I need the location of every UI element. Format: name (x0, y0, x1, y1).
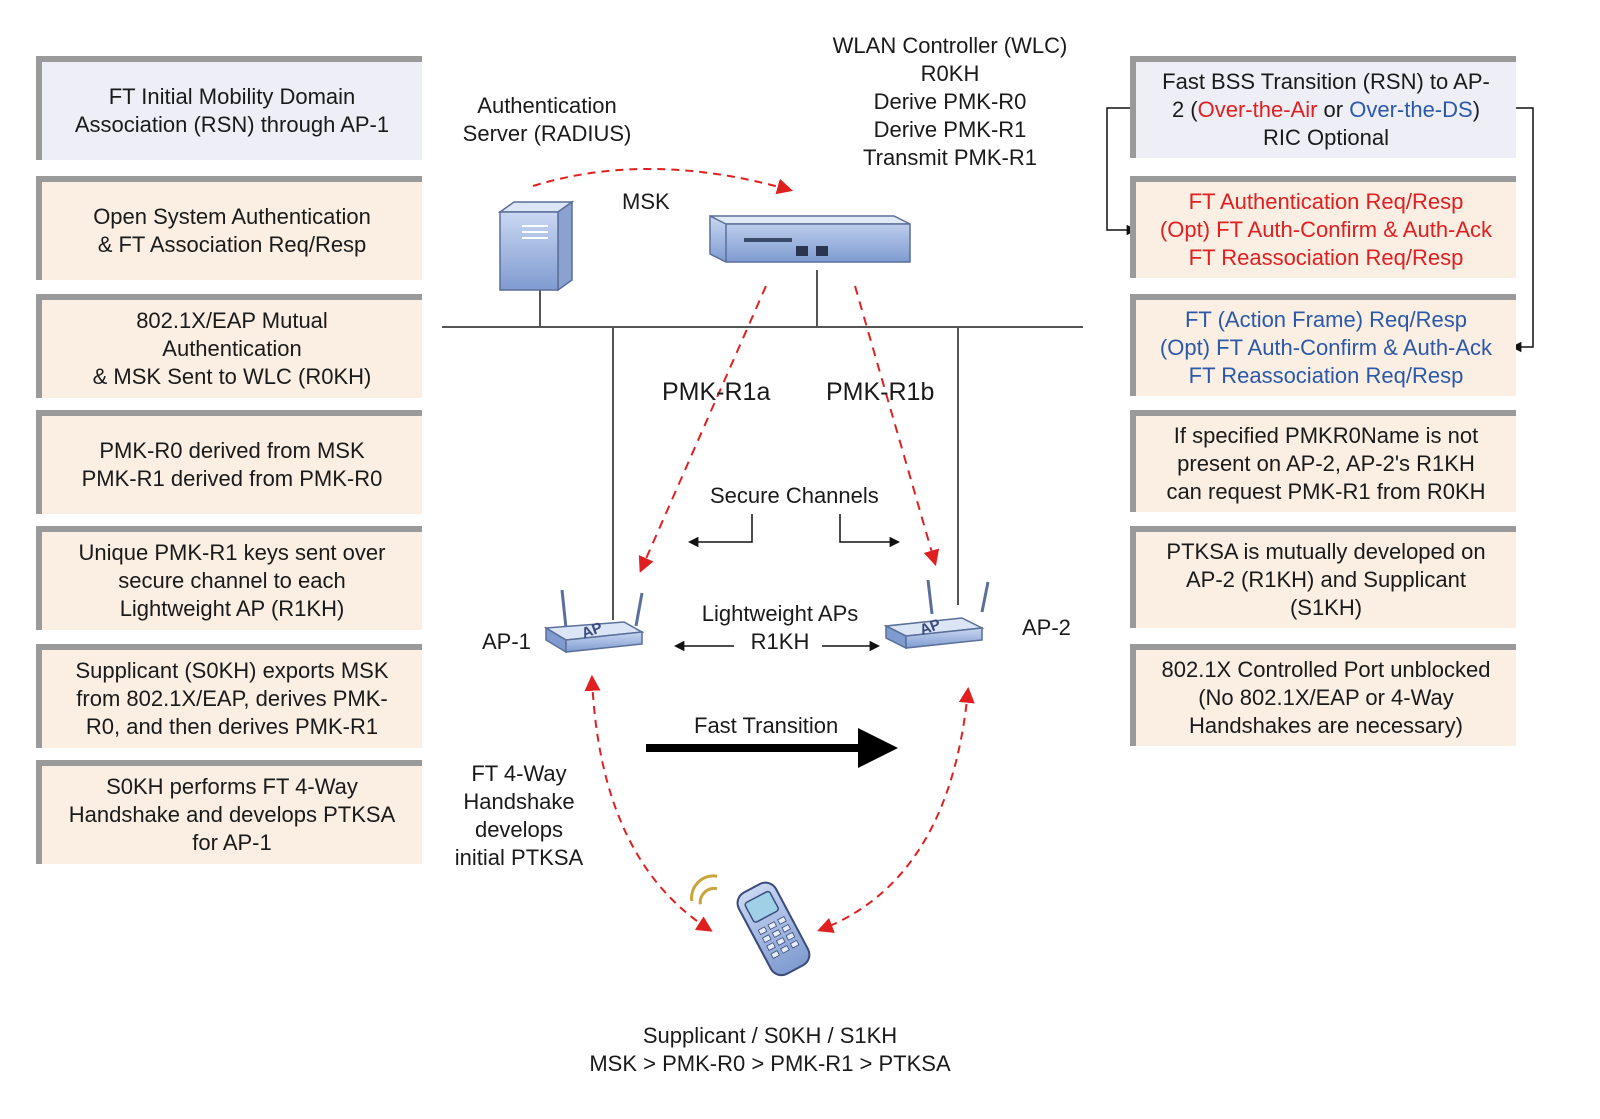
right-step-box-3: If specified PMKR0Name is not present on… (1130, 410, 1516, 512)
step-text: Open System Authentication (93, 204, 371, 229)
left-step-box-7: S0KH performs FT 4-Way Handshake and dev… (36, 760, 422, 864)
step-text: FT (Action Frame) Req/Resp (1184, 307, 1467, 332)
step-text: (Opt) FT Auth-Confirm & Auth-Ack (1159, 217, 1493, 242)
header-suffix: ) (1472, 97, 1481, 122)
ap2-device-label: AP (918, 616, 943, 639)
step-text: Authentication (162, 336, 302, 361)
step-text: AP-2 (R1KH) and Supplicant (1185, 567, 1467, 592)
label-line: Transmit PMK-R1 (863, 145, 1037, 170)
left-step-box-3: 802.1X/EAP Mutual Authentication & MSK S… (36, 294, 422, 398)
label-line: R0KH (920, 61, 980, 86)
step-text: (Opt) FT Auth-Confirm & Auth-Ack (1159, 335, 1493, 360)
step-text: PTKSA is mutually developed on (1166, 539, 1486, 564)
pmk-r1a-arrow (638, 285, 767, 573)
ap1-device-label: AP (579, 619, 604, 642)
step-text: can request PMK-R1 from R0KH (1166, 479, 1486, 504)
step-text: Association (RSN) through AP-1 (74, 112, 390, 137)
msk-label: MSK (622, 189, 670, 214)
access-point-icon: AP (543, 589, 645, 654)
step-text: PMK-R1 derived from PMK-R0 (81, 466, 383, 491)
fast-transition-label: Fast Transition (694, 713, 839, 738)
right-step-box-5: 802.1X Controlled Port unblocked (No 802… (1130, 644, 1516, 746)
label-line: WLAN Controller (WLC) (832, 33, 1068, 58)
step-text: & FT Association Req/Resp (97, 232, 367, 257)
step-text: for AP-1 (192, 830, 272, 855)
label-line: initial PTKSA (454, 845, 584, 870)
header-line-2: 2 (Over-the-Air or Over-the-DS) (1162, 96, 1490, 124)
pmk-r1b-label: PMK-R1b (826, 378, 935, 406)
step-text: If specified PMKR0Name is not (1173, 423, 1479, 448)
header-line-3: RIC Optional (1263, 125, 1389, 150)
right-header-box: Fast BSS Transition (RSN) to AP- 2 (Over… (1130, 56, 1516, 158)
ap2-handshake-arrow (817, 686, 975, 933)
label-line: Server (RADIUS) (462, 121, 632, 146)
secure-channel-arrow-right (839, 514, 901, 548)
secure-channels-label: Secure Channels (710, 483, 879, 508)
step-text: Supplicant (S0KH) exports MSK (75, 658, 389, 683)
step-text: secure channel to each (118, 568, 346, 593)
step-text: FT Authentication Req/Resp (1188, 189, 1464, 214)
step-text: 802.1X/EAP Mutual (136, 308, 328, 333)
label-line: MSK > PMK-R0 > PMK-R1 > PTKSA (589, 1051, 951, 1076)
ap2-label: AP-2 (1022, 615, 1071, 640)
mobile-phone-icon (690, 874, 811, 977)
over-the-ds-label: Over-the-DS (1349, 97, 1473, 122)
label-line: Authentication (477, 93, 617, 118)
auth-server-label: Authentication Server (RADIUS) (452, 92, 642, 148)
step-text: Handshake and develops PTKSA (68, 802, 396, 827)
supplicant-label: Supplicant / S0KH / S1KH MSK > PMK-R0 > … (560, 1022, 980, 1078)
pmk-r1b-arrow (854, 285, 940, 567)
label-line: Derive PMK-R1 (873, 117, 1027, 142)
step-text: Handshakes are necessary) (1189, 713, 1463, 738)
lightweight-aps-label: Lightweight APs R1KH (680, 600, 880, 656)
step-text: & MSK Sent to WLC (R0KH) (92, 364, 372, 389)
left-step-box-6: Supplicant (S0KH) exports MSK from 802.1… (36, 644, 422, 748)
right-step-box-4: PTKSA is mutually developed on AP-2 (R1K… (1130, 526, 1516, 628)
step-text: from 802.1X/EAP, derives PMK- (76, 686, 388, 711)
left-step-box-2: Open System Authentication & FT Associat… (36, 176, 422, 280)
step-text: (No 802.1X/EAP or 4-Way (1198, 685, 1454, 710)
header-or: or (1317, 97, 1350, 122)
left-step-box-4: PMK-R0 derived from MSK PMK-R1 derived f… (36, 410, 422, 514)
ap1-label: AP-1 (482, 629, 531, 654)
wlc-label: WLAN Controller (WLC) R0KH Derive PMK-R0… (815, 32, 1085, 172)
label-line: develops (474, 817, 564, 842)
label-line: Supplicant / S0KH / S1KH (642, 1023, 898, 1048)
label-line: R1KH (750, 629, 810, 654)
ft-handshake-label: FT 4-Way Handshake develops initial PTKS… (444, 760, 594, 872)
right-step-box-2: FT (Action Frame) Req/Resp (Opt) FT Auth… (1130, 294, 1516, 396)
step-text: Lightweight AP (R1KH) (119, 596, 345, 621)
left-step-box-1: FT Initial Mobility Domain Association (… (36, 56, 422, 160)
step-text: present on AP-2, AP-2's R1KH (1177, 451, 1475, 476)
step-text: PMK-R0 derived from MSK (99, 438, 365, 463)
step-text: R0, and then derives PMK-R1 (85, 714, 379, 739)
label-line: FT 4-Way (471, 761, 567, 786)
access-point-icon: AP (883, 579, 990, 650)
step-text: FT Reassociation Req/Resp (1188, 363, 1464, 388)
right-step-box-1: FT Authentication Req/Resp (Opt) FT Auth… (1130, 176, 1516, 278)
pmk-r1a-label: PMK-R1a (662, 378, 771, 406)
step-text: (S1KH) (1289, 595, 1363, 620)
msk-arrow (532, 167, 794, 195)
step-text: FT Reassociation Req/Resp (1188, 245, 1464, 270)
step-text: 802.1X Controlled Port unblocked (1161, 657, 1491, 682)
wlan-controller-icon (709, 214, 911, 263)
left-step-box-5: Unique PMK-R1 keys sent over secure chan… (36, 526, 422, 630)
label-line: Handshake (463, 789, 575, 814)
secure-channel-arrow-left (687, 514, 753, 548)
over-the-air-label: Over-the-Air (1197, 97, 1318, 122)
server-icon (497, 200, 575, 292)
label-line: Lightweight APs (701, 601, 859, 626)
step-text: FT Initial Mobility Domain (108, 84, 356, 109)
step-text: Unique PMK-R1 keys sent over (78, 540, 386, 565)
header-line-1: Fast BSS Transition (RSN) to AP- (1162, 69, 1490, 94)
step-text: S0KH performs FT 4-Way (106, 774, 358, 799)
ap1-handshake-arrow (584, 674, 713, 932)
label-line: Derive PMK-R0 (873, 89, 1027, 114)
header-prefix: 2 ( (1171, 97, 1198, 122)
